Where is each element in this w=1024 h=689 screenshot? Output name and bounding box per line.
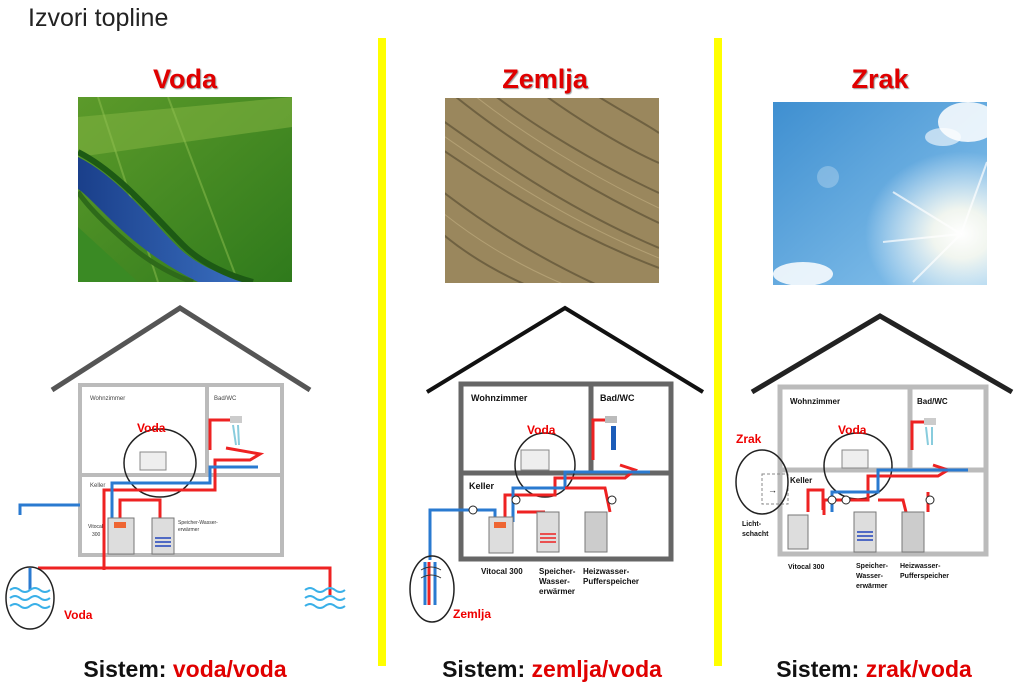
page-title: Izvori topline: [28, 4, 169, 32]
source-label: Zemlja: [453, 607, 491, 621]
storage-label-1: Speicher-: [539, 567, 576, 576]
heat-pump-label-1: Vitocal: [88, 524, 103, 530]
storage-label-2: Wasser-: [856, 573, 884, 580]
buffer-label-1: Heizwasser-: [900, 563, 941, 570]
source-label: Zrak: [736, 432, 762, 446]
storage-label-2: Wasser-: [539, 577, 570, 586]
room-cellar: Keller: [469, 481, 495, 491]
circle-label: Voda: [137, 421, 166, 435]
room-bath: Bad/WC: [917, 397, 948, 406]
column-divider-right: [714, 38, 722, 666]
heading-zrak: Zrak: [851, 64, 909, 94]
storage-label-1: Speicher-: [856, 563, 889, 570]
sky-sun-photo: [773, 102, 987, 285]
room-cellar: Keller: [790, 476, 812, 485]
water-river-photo: [78, 97, 292, 282]
heat-pump-label-2: 300: [92, 532, 101, 538]
storage-label-1: Speicher-Wasser-: [178, 520, 218, 526]
system-caption-zemlja: Sistem: zemlja/voda: [442, 656, 662, 682]
house-diagram-voda: Wohnzimmer Bad/WC Keller Voda Vitocal 30…: [5, 305, 346, 630]
buffer-label-2: Pufferspeicher: [583, 577, 639, 586]
storage-label-3: erwärmer: [856, 583, 888, 590]
storage-label-3: erwärmer: [539, 587, 575, 596]
heat-pump-label: Vitocal 300: [481, 567, 523, 576]
buffer-label-1: Heizwasser-: [583, 567, 630, 576]
room-bath: Bad/WC: [214, 396, 237, 402]
house-diagram-zrak: Wohnzimmer Bad/WC Keller Voda → Licht- s…: [735, 313, 1014, 590]
shaft-label-1: Licht-: [742, 521, 762, 528]
house-diagram-zemlja: Wohnzimmer Bad/WC Keller Voda Vitocal 30…: [409, 305, 705, 623]
svg-text:→: →: [768, 485, 777, 495]
buffer-label-2: Pufferspeicher: [900, 573, 949, 580]
soil-field-photo: [445, 98, 659, 283]
room-bath: Bad/WC: [600, 393, 635, 403]
circle-label: Voda: [527, 423, 556, 437]
storage-label-2: erwärmer: [178, 527, 199, 533]
heading-zemlja: Zemlja: [502, 64, 588, 94]
room-cellar: Keller: [90, 483, 105, 489]
system-caption-zrak: Sistem: zrak/voda: [776, 656, 972, 682]
circle-label: Voda: [838, 423, 867, 437]
system-caption-voda: Sistem: voda/voda: [83, 656, 287, 682]
heat-pump-label: Vitocal 300: [788, 564, 825, 571]
room-living: Wohnzimmer: [90, 396, 125, 402]
heading-voda: Voda: [152, 64, 217, 94]
room-living: Wohnzimmer: [790, 397, 840, 406]
column-divider-left: [378, 38, 386, 666]
room-living: Wohnzimmer: [471, 393, 528, 403]
source-label: Voda: [64, 608, 93, 622]
shaft-label-2: schacht: [742, 531, 769, 538]
